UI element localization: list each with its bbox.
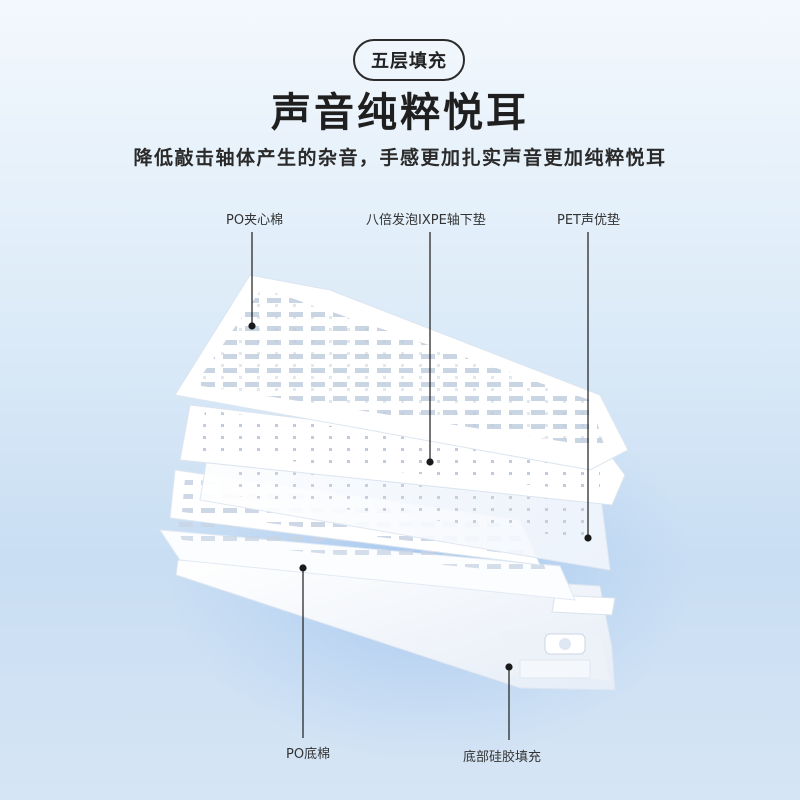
label-po-bottom: PO底棉: [286, 747, 331, 762]
label-silicone: 底部硅胶填充: [463, 750, 542, 765]
label-pet: PET声优垫: [557, 213, 620, 228]
po-core-layer: [174, 274, 629, 471]
feature-badge: 五层填充: [353, 39, 465, 81]
label-po-core: PO夹心棉: [226, 213, 284, 228]
page-subtitle: 降低敲击轴体产生的杂音，手感更加扎实声音更加纯粹悦耳: [133, 147, 667, 169]
leader-lines: [248, 232, 592, 740]
po-bottom-layer: [159, 520, 576, 601]
page-title: 声音纯粹悦耳: [271, 90, 529, 136]
label-ixpe: 八倍发泡IXPE轴下垫: [366, 213, 486, 228]
